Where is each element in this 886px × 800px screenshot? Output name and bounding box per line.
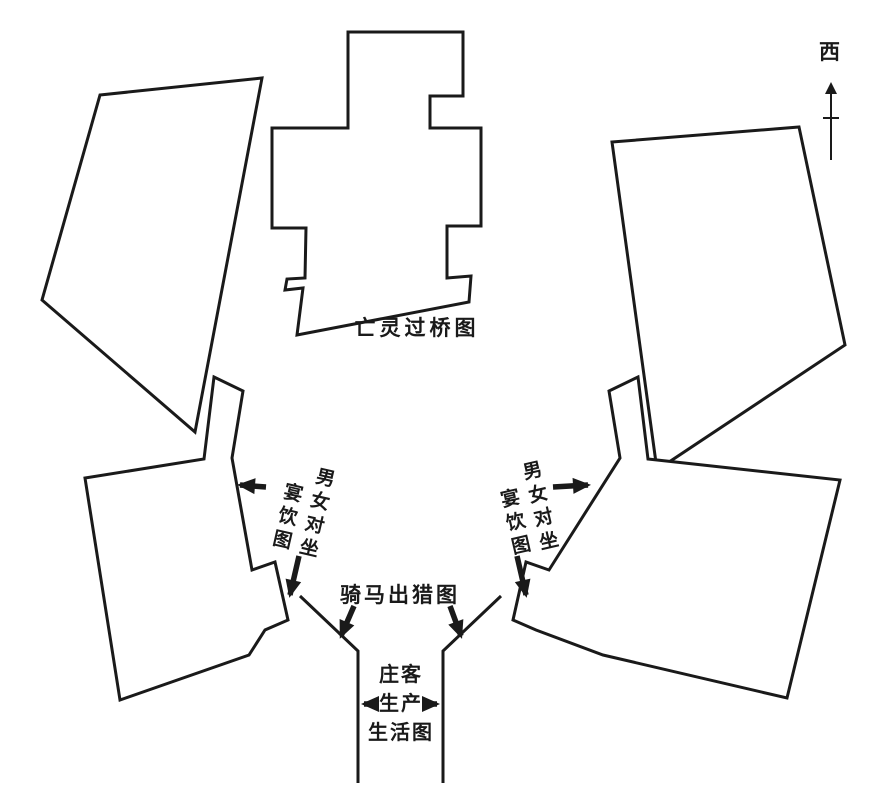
corridor-wall-left [298,594,360,783]
label-bridge-scene: 亡灵过桥图 [354,317,480,340]
arrow-left-icon [237,478,267,495]
wall-panel-top-center [270,30,483,337]
label-hunting-scene: 骑马出猎图 [340,584,460,607]
arrow-down-left-icon [285,555,302,598]
wall-panel-top-right [610,125,847,473]
wall-panel-middle-left [83,374,290,703]
wall-panel-middle-right [511,374,842,700]
label-west: 西 [819,41,840,64]
arrow-down-right-icon [514,555,531,598]
label-life-scene: 庄客 生产 生活图 [359,661,443,748]
label-life-line2: 生产 [379,693,423,715]
wall-panel-top-left [40,76,264,435]
arrow-hunting-left-icon [338,604,357,639]
label-life-line1: 庄客 [379,664,423,686]
corridor-wall-right [441,594,503,783]
arrow-right-icon [552,477,591,494]
label-life-line3: 生活图 [368,722,434,744]
arrow-hunting-right-icon [447,605,464,639]
